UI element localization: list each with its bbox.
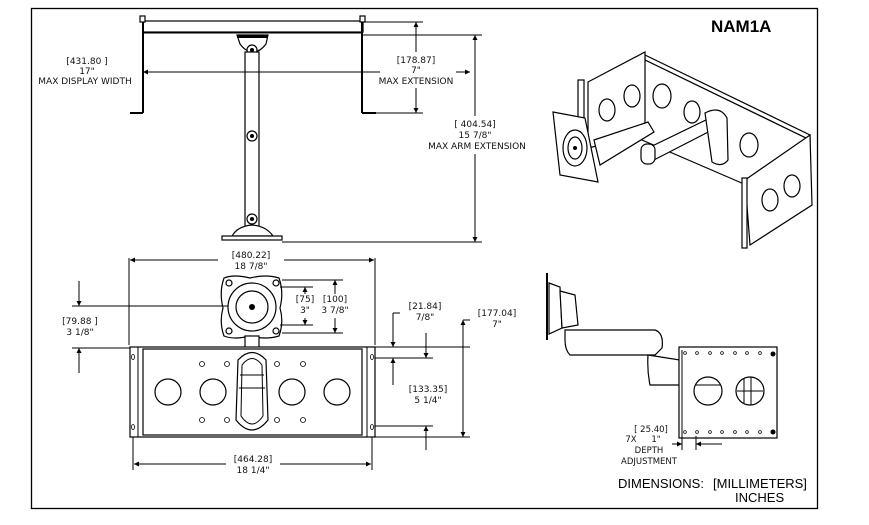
depth-adjustment-in: 1" bbox=[651, 435, 660, 445]
max-extension-label: MAX EXTENSION bbox=[379, 77, 454, 87]
max-display-width-mm: [431.80 ] bbox=[66, 57, 107, 67]
depth-adjustment-count: 7X bbox=[625, 435, 636, 445]
top-offset-in: 7/8" bbox=[416, 313, 435, 323]
max-arm-extension-mm: [ 404.54] bbox=[454, 120, 495, 130]
max-extension-mm: [178.87] bbox=[397, 56, 436, 66]
side-view bbox=[130, 15, 482, 243]
mount-offset-in: 3 1/8" bbox=[66, 328, 93, 338]
max-display-width-label: MAX DISPLAY WIDTH bbox=[38, 77, 131, 87]
units-label: DIMENSIONS: bbox=[618, 476, 704, 491]
side-detail-view bbox=[546, 273, 778, 450]
max-extension-in: 7" bbox=[411, 66, 421, 76]
drawing-border bbox=[30, 7, 819, 510]
max-display-width-in: 17" bbox=[79, 67, 95, 77]
vesa-100-mm: [100] bbox=[323, 295, 347, 305]
depth-adjustment-mm: [ 25.40] bbox=[634, 425, 668, 435]
plate-width-mm: [464.28] bbox=[234, 455, 273, 465]
vesa-75-mm: [75] bbox=[296, 295, 314, 305]
overall-width-mm: [480.22] bbox=[232, 251, 271, 261]
depth-adjustment-label-1: DEPTH bbox=[635, 446, 664, 456]
hole-spacing-in: 5 1/4" bbox=[414, 396, 441, 406]
front-view bbox=[72, 257, 470, 470]
overall-width-in: 18 7/8" bbox=[235, 262, 268, 272]
hole-spacing-mm: [133.35] bbox=[409, 385, 448, 395]
overall-height-mm: [177.04] bbox=[478, 309, 517, 319]
overall-height-in: 7" bbox=[492, 320, 502, 330]
model-title: NAM1A bbox=[711, 17, 771, 36]
max-arm-extension-label: MAX ARM EXTENSION bbox=[428, 142, 526, 152]
isometric-view bbox=[552, 51, 813, 249]
mount-offset-mm: [79.88 ] bbox=[62, 317, 98, 327]
vesa-100-in: 3 7/8" bbox=[321, 306, 348, 316]
top-offset-mm: [21.84] bbox=[409, 302, 442, 312]
units-primary: [MILLIMETERS] bbox=[713, 476, 807, 491]
vesa-75-in: 3" bbox=[300, 306, 310, 316]
depth-adjustment-label-2: ADJUSTMENT bbox=[621, 457, 678, 467]
max-arm-extension-in: 15 7/8" bbox=[459, 131, 492, 141]
plate-width-in: 18 1/4" bbox=[237, 466, 270, 476]
units-secondary: INCHES bbox=[735, 490, 784, 505]
